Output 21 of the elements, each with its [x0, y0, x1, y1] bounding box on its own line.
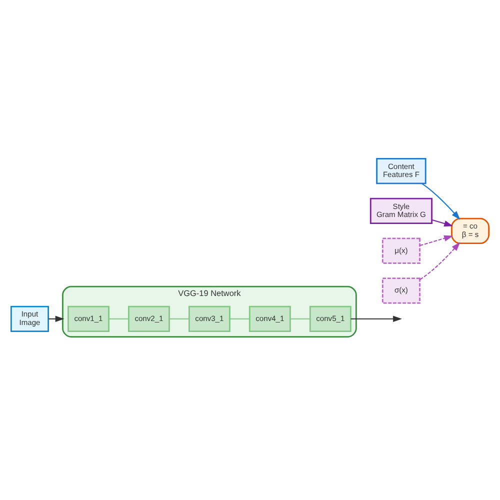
connector: [230, 318, 250, 319]
connector: [108, 318, 129, 319]
arrow: [48, 315, 64, 322]
node-box: conv4_1: [248, 305, 291, 332]
arrow: [420, 242, 460, 280]
arrow: [420, 234, 454, 246]
node-box: μ(x): [382, 237, 420, 264]
node-box: conv2_1: [128, 305, 170, 332]
node-box: σ(x): [382, 277, 420, 304]
node-box: Input Image: [10, 305, 49, 332]
node-box: Content Features F: [376, 158, 426, 184]
node-box: = co β = s: [451, 217, 490, 244]
node-box: conv1_1: [68, 305, 110, 332]
node-box: conv5_1: [309, 305, 352, 332]
connector: [169, 318, 190, 319]
node-box: Style Gram Matrix G: [370, 197, 432, 224]
connector: [290, 318, 310, 319]
arrow: [432, 218, 454, 226]
node-box: conv3_1: [188, 305, 230, 332]
arrow: [350, 315, 402, 322]
arrow: [422, 182, 460, 220]
